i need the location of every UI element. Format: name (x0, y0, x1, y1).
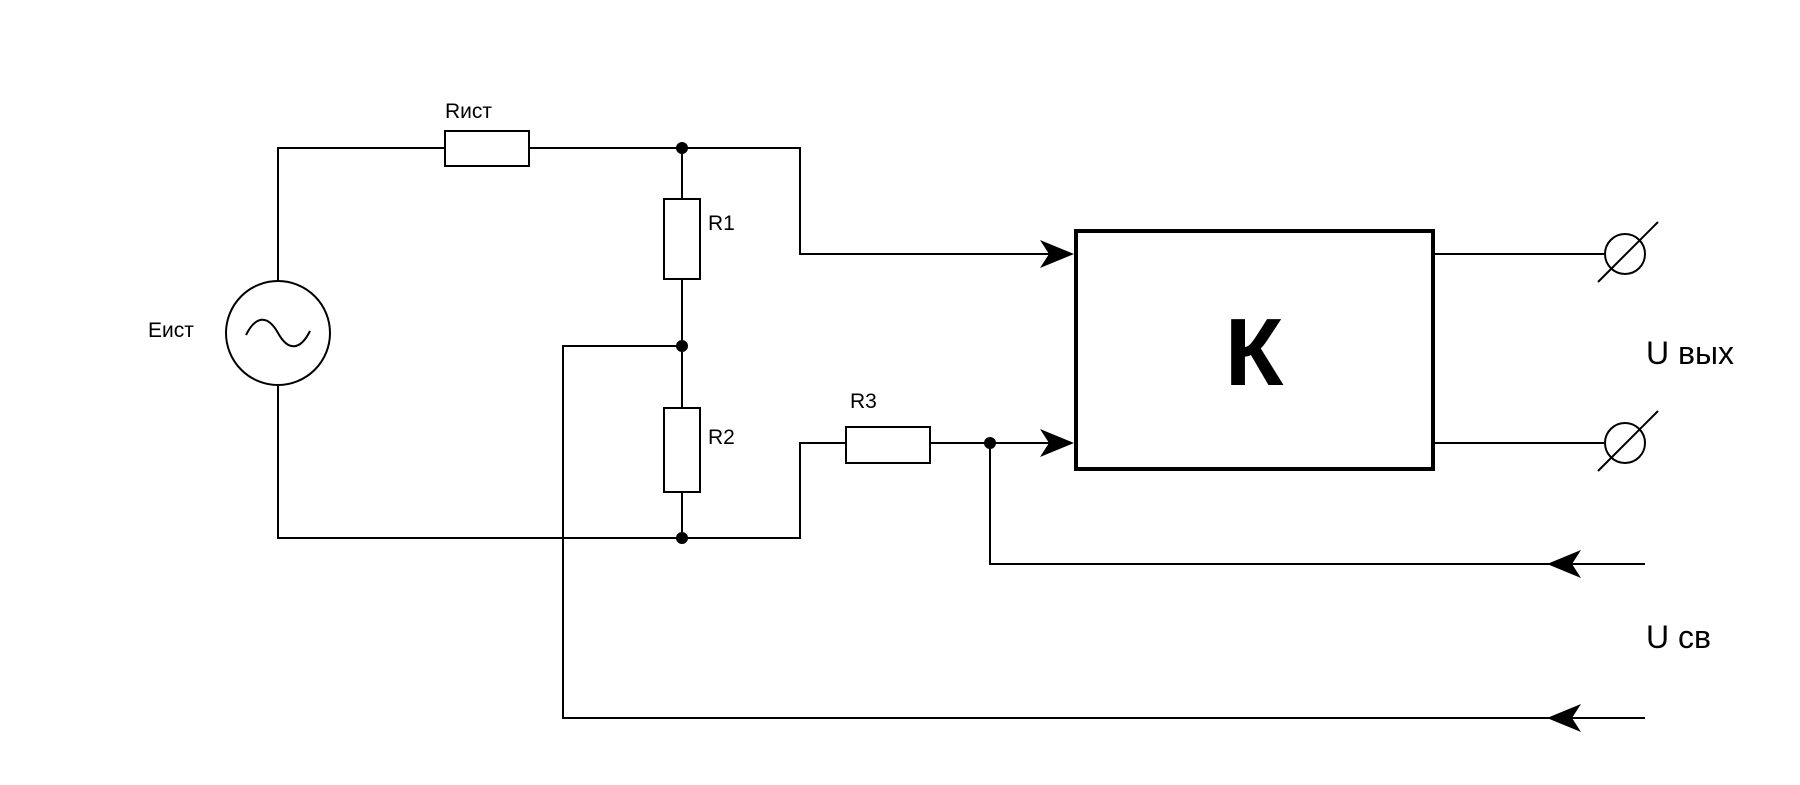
voltage-source (225, 280, 331, 386)
junction-node-top (676, 142, 688, 154)
feedback-voltage-label: U св (1646, 619, 1711, 655)
resistor-r3 (845, 426, 931, 464)
output-terminal-upper (1597, 221, 1659, 283)
feedback-arrow-upper (1547, 550, 1581, 578)
r1-label: R1 (708, 212, 735, 235)
r2-label: R2 (708, 426, 735, 449)
feedback-wire-lower (562, 345, 1645, 719)
feedback-wire-upper (989, 443, 1645, 565)
input-arrow-lower (1040, 429, 1074, 457)
junction-node-r3 (984, 437, 996, 449)
output-voltage-label: U вых (1646, 335, 1734, 371)
ac-sine-icon (245, 318, 311, 348)
resistor-r1 (663, 198, 701, 280)
junction-node-middle (676, 340, 688, 352)
feedback-arrow-lower (1547, 704, 1581, 732)
junction-node-bottom (676, 532, 688, 544)
input-arrow-upper (1040, 240, 1074, 268)
source-label: Еист (148, 319, 194, 342)
source-loop-wires (277, 147, 1058, 539)
r3-label: R3 (850, 390, 877, 413)
output-terminal-lower (1597, 410, 1659, 472)
source-resistor-label: Rист (445, 100, 492, 123)
resistor-r2 (663, 407, 701, 493)
amplifier-label: К (1225, 299, 1284, 406)
source-resistor (444, 130, 530, 167)
amplifier-block (1074, 229, 1435, 471)
